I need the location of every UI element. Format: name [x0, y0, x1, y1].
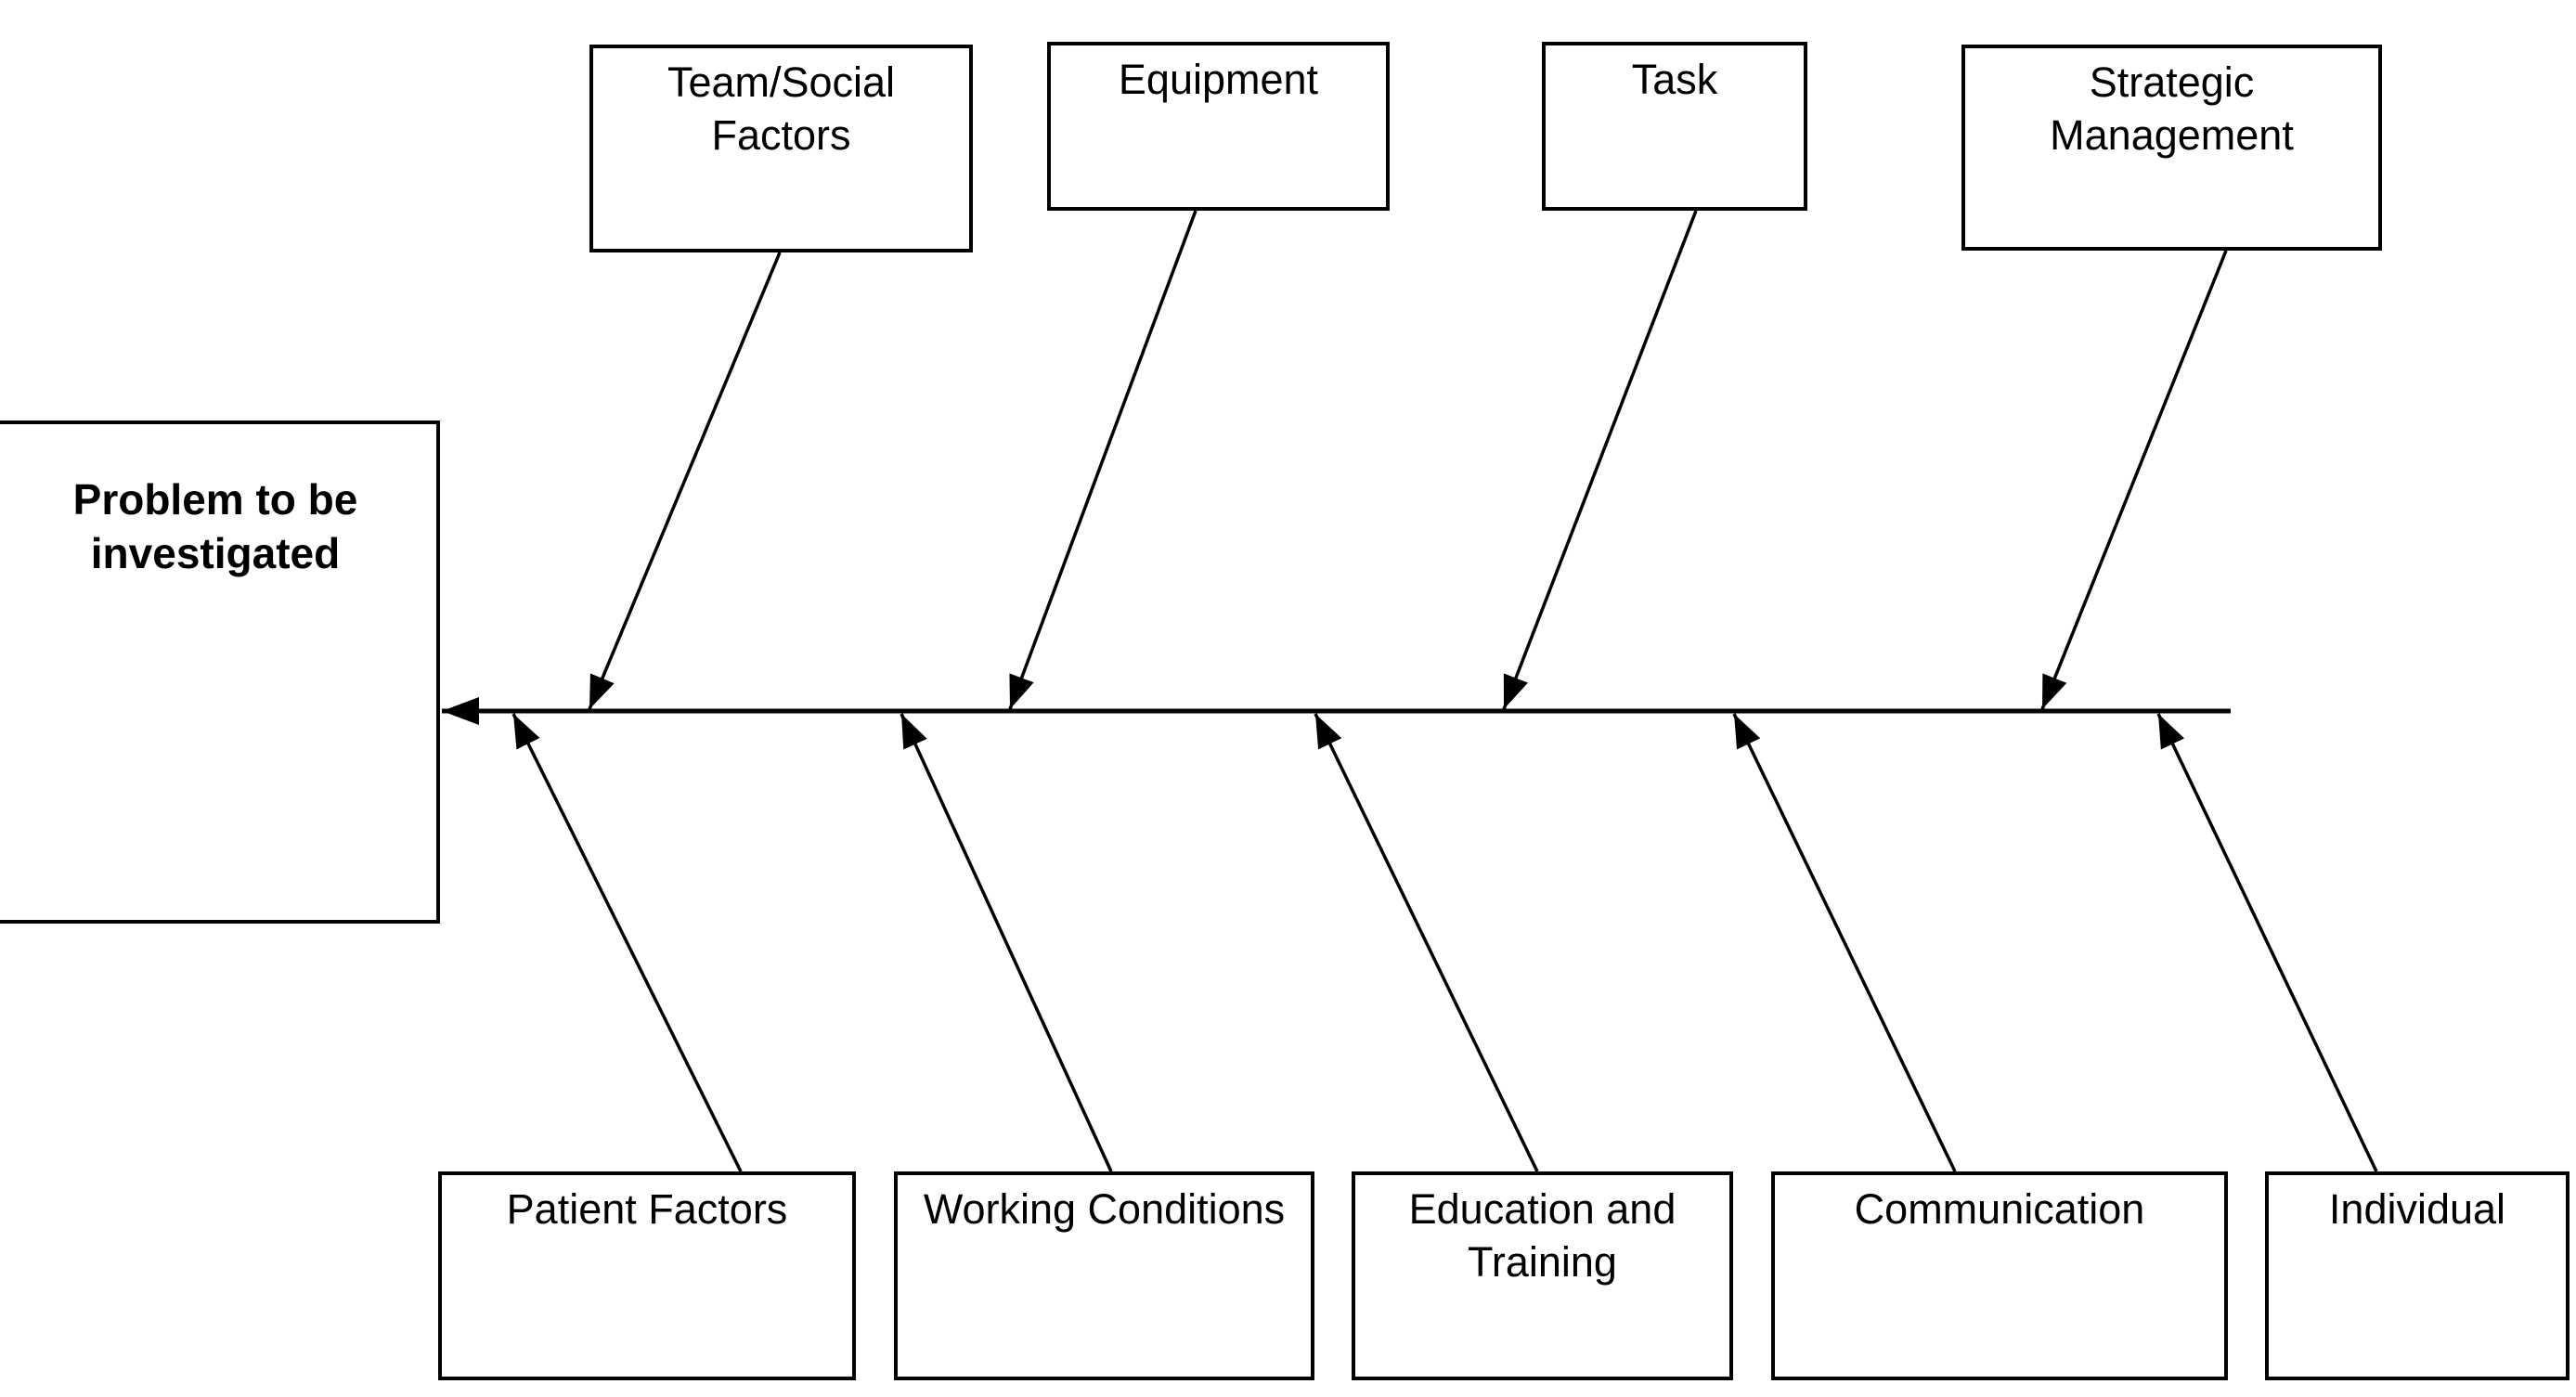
cause-label: Team/Social Factors	[667, 58, 896, 160]
branch-arrow-communication	[1732, 713, 1957, 1172]
cause-box-individual: Individual	[2265, 1171, 2570, 1380]
branch-arrow-patient-factors	[511, 713, 743, 1172]
cause-label: Working Conditions	[923, 1185, 1286, 1233]
branch-arrow-individual	[2156, 713, 2378, 1172]
cause-box-team-social-factors: Team/Social Factors	[589, 45, 973, 252]
cause-box-working-conditions: Working Conditions	[894, 1171, 1314, 1380]
cause-box-patient-factors: Patient Factors	[438, 1171, 856, 1380]
problem-label: Problem to be investigated	[72, 475, 358, 578]
cause-label: Task	[1631, 56, 1718, 103]
branch-arrow-education-and-training	[1314, 713, 1539, 1172]
cause-box-strategic-management: Strategic Management	[1961, 45, 2382, 251]
cause-label: Education and Training	[1408, 1185, 1676, 1287]
branch-arrow-strategic-management	[2040, 250, 2228, 710]
cause-label: Strategic Management	[2050, 58, 2294, 160]
branch-arrow-working-conditions	[900, 713, 1113, 1172]
cause-label: Communication	[1854, 1185, 2145, 1233]
problem-box: Problem to be investigated	[0, 420, 440, 924]
cause-box-equipment: Equipment	[1047, 42, 1390, 211]
cause-label: Patient Factors	[506, 1185, 788, 1233]
cause-box-communication: Communication	[1771, 1171, 2228, 1380]
cause-box-task: Task	[1542, 42, 1807, 211]
branch-arrow-equipment	[1008, 210, 1197, 710]
branch-arrow-team-social-factors	[588, 252, 782, 710]
cause-label: Equipment	[1118, 56, 1319, 103]
cause-label: Individual	[2328, 1185, 2506, 1233]
branch-arrow-task	[1502, 210, 1698, 710]
cause-box-education-and-training: Education and Training	[1352, 1171, 1733, 1380]
